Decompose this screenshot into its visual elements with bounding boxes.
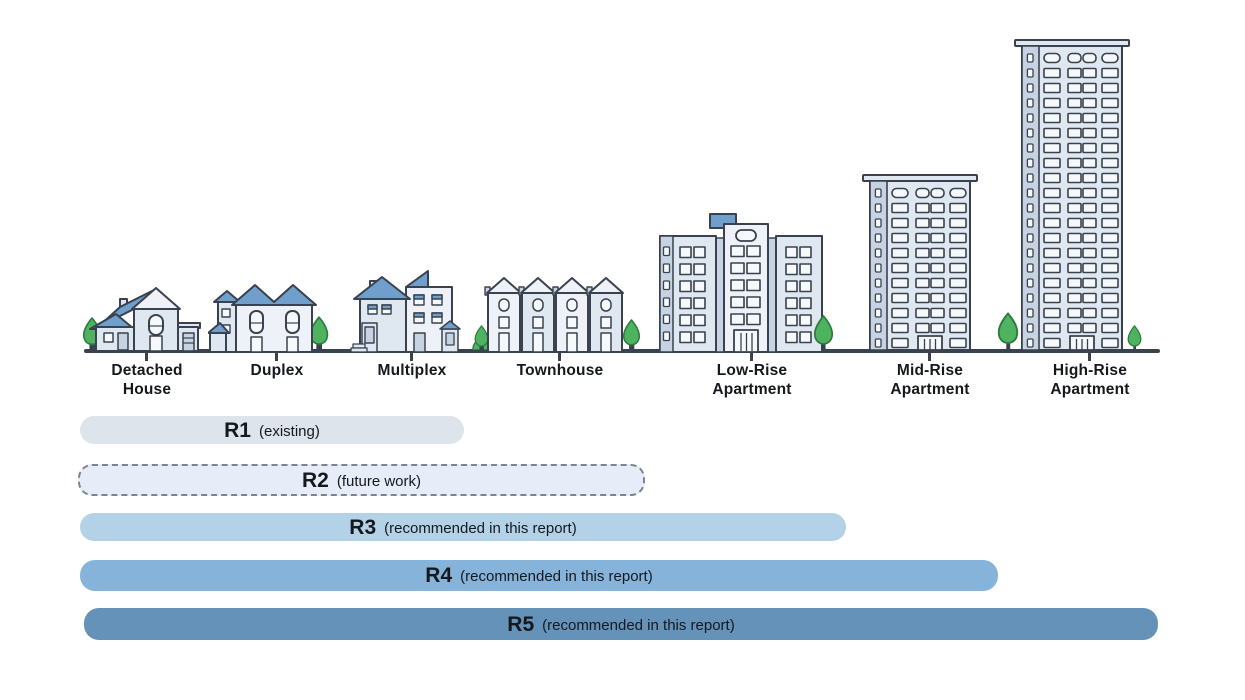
zone-note: (recommended in this report) <box>384 519 577 537</box>
building-label-multiplex: Multiplex <box>377 362 447 379</box>
building-label-detached-house: Detached House <box>111 362 183 398</box>
duplex-icon <box>208 284 329 352</box>
zone-bar-r3: R3 (recommended in this report) <box>80 513 846 541</box>
building-label-mid-rise: Mid-Rise Apartment <box>890 362 970 398</box>
tick-high-rise <box>1088 352 1091 361</box>
tree-icon <box>997 312 1019 352</box>
zone-note: (recommended in this report) <box>460 568 653 585</box>
tick-low-rise <box>750 352 753 361</box>
zone-code: R1 <box>224 418 251 442</box>
zone-bar-r2: R2 (future work) <box>78 464 645 496</box>
zone-code: R2 <box>301 468 329 492</box>
multiplex-icon <box>350 270 461 352</box>
building-label-townhouse: Townhouse <box>516 362 604 379</box>
zone-bar-r4: R4 (recommended in this report) <box>80 560 998 591</box>
zone-bar-r1: R1 (existing) <box>80 416 464 444</box>
high-rise-apartment-icon <box>1014 39 1130 351</box>
tree-icon <box>813 315 834 352</box>
building-label-duplex: Duplex <box>250 362 304 379</box>
low-rise-apartment-icon <box>659 213 823 352</box>
detached-house-icon <box>82 287 201 352</box>
tick-mid-rise <box>928 352 931 361</box>
tick-townhouse <box>558 352 561 361</box>
zone-code: R4 <box>425 564 453 587</box>
tree-icon <box>1127 325 1142 352</box>
zone-bar-r5: R5 (recommended in this report) <box>84 608 1158 640</box>
zone-note: (future work) <box>336 472 422 490</box>
building-label-high-rise: High-Rise Apartment <box>1050 362 1130 398</box>
mid-rise-apartment-icon <box>862 174 978 351</box>
tick-multiplex <box>410 352 413 361</box>
tick-detached-house <box>145 352 148 361</box>
zone-code: R5 <box>507 612 535 636</box>
building-label-low-rise: Low-Rise Apartment <box>712 362 792 398</box>
zone-code: R3 <box>349 515 377 539</box>
zone-note: (recommended in this report) <box>542 616 735 634</box>
tick-duplex <box>275 352 278 361</box>
townhouse-icon <box>472 277 641 352</box>
zone-note: (existing) <box>259 422 320 440</box>
